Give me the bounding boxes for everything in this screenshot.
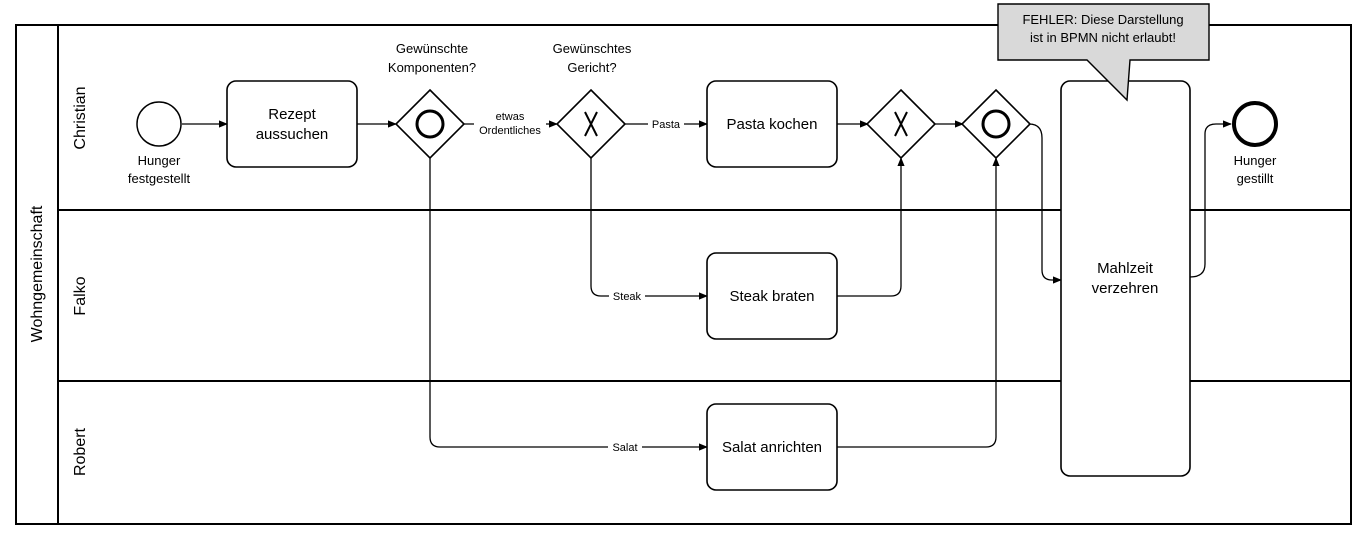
end-event-label-line2: gestillt [1237,171,1274,186]
flow-label-salat: Salat [608,439,642,455]
svg-text:Steak: Steak [613,291,642,303]
flow-label-steak: Steak [609,288,645,304]
flow-label-pasta: Pasta [648,116,684,132]
gateway-gericht-label-line2: Gericht? [567,60,616,75]
svg-text:Mahlzeit: Mahlzeit [1097,260,1154,277]
end-event-label-line1: Hunger [1234,153,1277,168]
svg-text:FEHLER: Diese Darstellung: FEHLER: Diese Darstellung [1022,12,1183,27]
task-salat-anrichten[interactable]: Salat anrichten [706,403,838,491]
svg-text:Rezept: Rezept [268,106,316,123]
svg-text:Salat: Salat [612,442,637,454]
or-gateway-split [394,88,466,160]
svg-text:Pasta kochen: Pasta kochen [727,116,818,133]
flow-steak-to-xor-join [837,157,905,297]
svg-text:Ordentliches: Ordentliches [479,125,541,137]
lane-label-christian: Christian [72,86,89,149]
xor-gateway-split [555,88,627,160]
lane-label-robert: Robert [72,427,89,476]
gateway-komponenten-label-line1: Gewünschte [396,41,468,56]
flow-salat-to-or-join [837,157,1000,448]
error-callout: FEHLER: Diese Darstellung ist in BPMN ni… [997,3,1210,102]
gateway-gericht-label-line1: Gewünschtes [553,41,632,56]
svg-text:ist in BPMN nicht erlaubt!: ist in BPMN nicht erlaubt! [1030,30,1176,45]
flow-mahlzeit-to-end [1189,120,1232,278]
start-event-label-line1: Hunger [138,153,181,168]
svg-text:aussuchen: aussuchen [256,126,329,143]
svg-text:etwas: etwas [496,111,525,123]
lane-label-falko: Falko [72,276,89,315]
svg-text:Steak braten: Steak braten [729,288,814,305]
flow-or-join-to-mahlzeit [1028,123,1062,284]
flow-gericht-to-steak [590,158,708,300]
end-event [1232,101,1278,147]
svg-text:Salat anrichten: Salat anrichten [722,439,822,456]
start-event-label-line2: festgestellt [128,171,191,186]
start-event [136,101,182,147]
flow-komponenten-to-salat [429,158,708,451]
task-pasta-kochen[interactable]: Pasta kochen [706,80,838,168]
sequence-flows [182,120,1232,451]
pool-label: Wohngemeinschaft [29,205,46,342]
task-mahlzeit-verzehren[interactable]: Mahlzeit verzehren [1060,80,1191,477]
or-gateway-join [960,88,1032,160]
task-steak-braten[interactable]: Steak braten [706,252,838,340]
xor-gateway-join [865,88,937,160]
pool-border [15,24,1352,525]
svg-text:Pasta: Pasta [652,119,681,131]
gateway-komponenten-label-line2: Komponenten? [388,60,476,75]
flow-label-etwas-ordentliches: etwas Ordentliches [474,108,546,138]
task-rezept-aussuchen[interactable]: Rezept aussuchen [226,80,358,168]
svg-text:verzehren: verzehren [1092,280,1159,297]
